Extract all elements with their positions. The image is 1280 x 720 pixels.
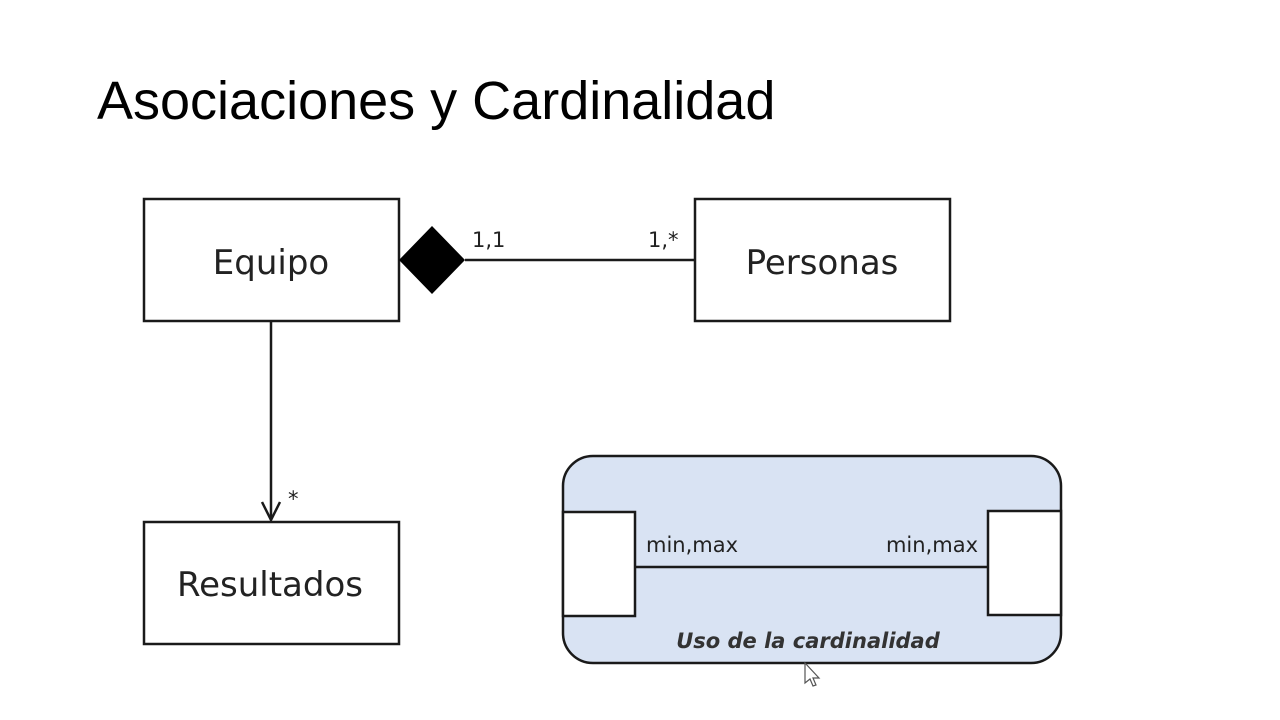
class-equipo-label: Equipo [213,243,329,283]
legend-right-label: min,max [886,533,978,557]
class-resultados: Resultados [142,520,401,646]
legend-left-label: min,max [646,533,738,557]
cardinality-legend: min,max min,max Uso de la cardinalidad [561,454,1063,665]
legend-left-box [561,510,637,618]
class-personas: Personas [693,197,952,323]
association-link: * [260,321,299,523]
class-resultados-label: Resultados [177,565,363,605]
class-personas-label: Personas [746,243,899,283]
slide-title: Asociaciones y Cardinalidad [97,71,776,131]
composition-source-multiplicity: 1,1 [472,228,505,252]
class-equipo: Equipo [142,197,401,323]
filled-diamond-icon [399,226,465,294]
legend-caption: Uso de la cardinalidad [676,629,940,653]
legend-right-box [986,509,1063,617]
open-arrow-icon [260,501,282,523]
association-target-multiplicity: * [288,487,299,511]
mouse-pointer-icon [804,661,821,687]
composition-target-multiplicity: 1,* [648,228,679,252]
composition-link: 1,1 1,* [399,226,695,294]
